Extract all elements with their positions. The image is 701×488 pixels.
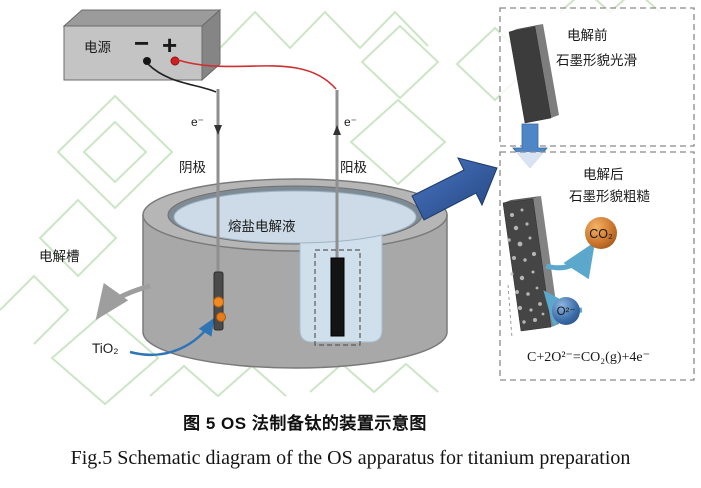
o2-label: O²⁻: [557, 306, 576, 318]
anode: e⁻ 阳极: [314, 90, 367, 346]
tio2-pointer-arrow: [129, 317, 215, 357]
slab-edge-dashed-line: [507, 284, 513, 339]
electron-label-right: e⁻: [344, 115, 357, 129]
positive-terminal-dot: [170, 56, 180, 66]
before-line2: 石墨形貌光滑: [556, 53, 637, 68]
o2-sphere: [552, 297, 580, 325]
electron-flow-arrow-right-icon: [333, 125, 341, 135]
anode-label: 阳极: [340, 160, 367, 175]
anode-highlight-box: [314, 249, 361, 346]
graphite-slab-before: [508, 26, 552, 124]
electrolyte-label: 熔盐电解液: [228, 219, 296, 234]
red-wire: [177, 59, 337, 90]
power-supply-top: [62, 9, 222, 27]
negative-terminal-dot: [143, 57, 151, 65]
graphite-slab-after: [502, 198, 552, 332]
black-wire: [147, 63, 217, 93]
panel-after: 电解后 石墨形貌粗糙 CO₂ O²⁻ C+2O²⁻=CO₂(g)+4e⁻: [499, 151, 695, 381]
tio2-label: TiO₂: [92, 341, 119, 356]
anode-slab: [330, 257, 345, 337]
electrolysis-cell: 熔盐电解液: [142, 178, 448, 369]
graphite-slab-after-top: [503, 196, 541, 203]
cathode-label: 阴极: [179, 160, 206, 175]
graphite-slab-before-top: [509, 24, 543, 32]
co2-sphere: [585, 217, 617, 249]
after-line1: 电解后: [583, 167, 624, 182]
tio2-pellet: [216, 312, 226, 322]
reaction-equation: C+2O²⁻=CO₂(g)+4e⁻: [527, 350, 650, 365]
cell-label: 电解槽: [39, 249, 80, 264]
electrolyte-surface: [173, 190, 417, 244]
caption-english: Fig.5 Schematic diagram of the OS appara…: [70, 447, 631, 469]
after-line2: 石墨形貌粗糙: [569, 189, 650, 204]
zoom-arrow: [411, 157, 498, 221]
graphite-slab-before-side: [535, 24, 559, 118]
co2-label: CO₂: [589, 227, 613, 241]
slab-roughness-dots: [507, 208, 545, 324]
before-line1: 电解前: [567, 27, 608, 43]
electron-flow-arrow-left-icon: [214, 125, 222, 135]
power-supply: 电源 − +: [62, 8, 337, 93]
panel-before: 电解前 石墨形貌光滑: [499, 7, 695, 147]
minus-symbol: −: [134, 28, 149, 58]
power-supply-label: 电源: [84, 40, 111, 55]
caption-chinese: 图 5 OS 法制备钛的装置示意图: [183, 414, 427, 433]
plus-symbol: +: [162, 30, 177, 60]
cell-pointer-arrow: [95, 282, 151, 321]
cathode: e⁻ 阴极: [179, 89, 226, 331]
power-supply-front: [63, 25, 203, 81]
electron-label-left: e⁻: [191, 115, 204, 129]
tio2-pellet: [213, 296, 224, 308]
co2-release-arrow: [545, 241, 596, 280]
